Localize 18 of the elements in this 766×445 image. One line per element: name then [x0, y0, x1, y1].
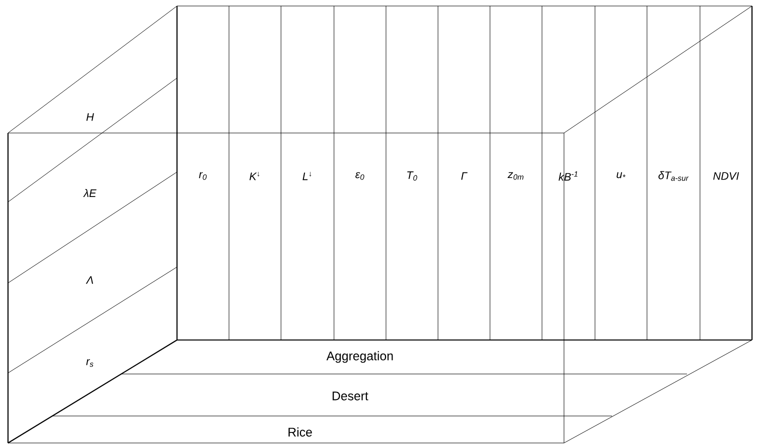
band-label: Aggregation — [326, 351, 393, 363]
symbol-label: L$^{↓}$ — [302, 172, 312, 180]
band-label: Rice — [288, 427, 312, 437]
symbol-label: T$_{0}$ — [407, 171, 418, 181]
symbol-label: NDVI — [713, 172, 739, 180]
symbol-label: δT$_{a-sur}$ — [658, 171, 689, 181]
symbol-label: λE — [83, 189, 96, 197]
symbol-label: r$_{0}$ — [199, 172, 207, 180]
symbol-label: K$^{↓}$ — [250, 172, 260, 180]
symbol-label: u$_{*}$ — [616, 172, 626, 178]
symbol-label: H — [86, 113, 94, 121]
symbol-label: Γ — [461, 172, 468, 180]
symbol-label: Λ — [86, 276, 94, 284]
band-label: Desert — [332, 392, 368, 400]
symbol-label: kB$^{-1}$ — [558, 171, 578, 181]
symbol-label: r$_{s}$ — [86, 359, 94, 367]
symbol-label: ε$_{0}$ — [355, 172, 364, 180]
symbol-label: z$_{0m}$ — [508, 172, 524, 180]
